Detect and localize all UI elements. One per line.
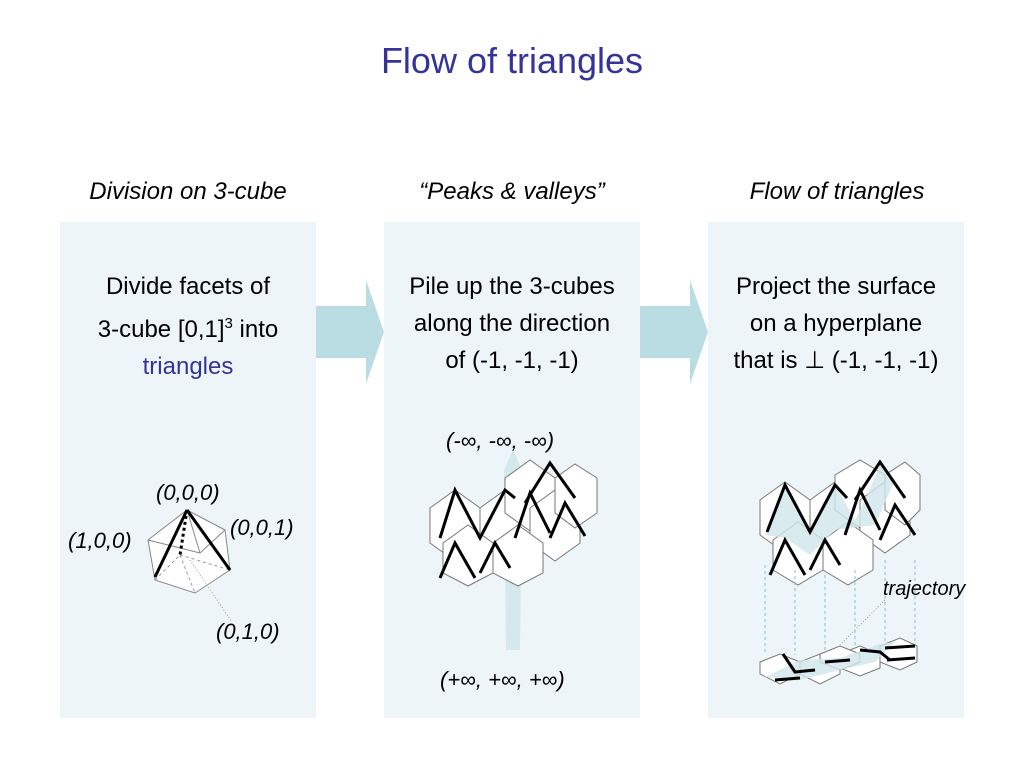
- flow-text-line3: that is ⊥ (-1, -1, -1): [733, 347, 939, 374]
- division-text-exponent: 3: [224, 315, 233, 332]
- heading-peaks-valleys: “Peaks & valleys”: [419, 178, 605, 205]
- division-text-line2b: into: [232, 316, 279, 343]
- projection-lines: [764, 560, 916, 655]
- heading-flow: Flow of triangles: [749, 178, 925, 205]
- panel-division: [60, 222, 316, 718]
- label-v010: (0,1,0): [216, 619, 280, 644]
- cube-diagram: [147, 509, 232, 594]
- panel-peaks-text: Pile up the 3-cubes along the direction …: [384, 268, 640, 379]
- flow-text-line2: on a hyperplane: [749, 310, 923, 337]
- division-text-line3: triangles: [142, 353, 234, 380]
- flow-arrow-1-icon: [316, 280, 384, 384]
- panel-division-text: Divide facets of 3-cube [0,1]3 into tria…: [60, 268, 316, 385]
- trajectory-leader-line: [839, 599, 886, 646]
- label-direction-top: (-∞, -∞, -∞): [446, 428, 555, 453]
- label-direction-bottom: (+∞, +∞, +∞): [440, 667, 565, 692]
- projected-plane-diagram: [759, 637, 918, 685]
- label-v000: (0,0,0): [156, 480, 220, 505]
- panel-flow: [708, 222, 964, 718]
- flow-text-line1: Project the surface: [735, 273, 937, 300]
- peaks-text-line2: along the direction: [413, 310, 611, 337]
- label-trajectory: trajectory: [883, 578, 966, 600]
- slide-title: Flow of triangles: [380, 40, 644, 81]
- division-text-line2a: 3-cube [0,1]: [97, 316, 225, 343]
- label-v100: (1,0,0): [68, 528, 132, 553]
- division-text-line1: Divide facets of: [105, 273, 271, 300]
- peaks-text-line3: of (-1, -1, -1): [445, 347, 579, 374]
- peaks-text-line1: Pile up the 3-cubes: [409, 273, 615, 300]
- heading-division: Division on 3-cube: [89, 178, 287, 205]
- peaks-valleys-diagram: [429, 459, 598, 587]
- label-v001: (0,0,1): [230, 515, 294, 540]
- division-text-line2: 3-cube [0,1]3 into: [60, 305, 316, 348]
- flow-arrow-2-icon: [640, 280, 708, 384]
- panel-flow-text: Project the surface on a hyperplane that…: [708, 268, 964, 379]
- cube-leader-line: [189, 559, 233, 623]
- surface-diagram: [759, 459, 921, 586]
